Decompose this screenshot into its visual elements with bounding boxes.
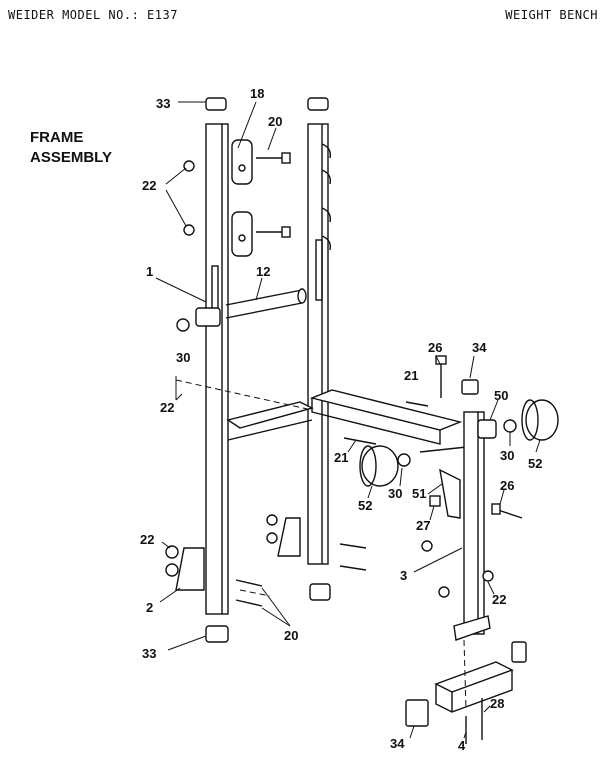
- pin-top: [435, 355, 447, 398]
- knob-right: [503, 419, 517, 433]
- lower-crossmember: [226, 401, 314, 441]
- part-label-1: 1: [146, 264, 153, 279]
- top-cap-right: [307, 97, 329, 111]
- part-label-52-right: 52: [528, 456, 542, 471]
- part-label-34-bottom: 34: [390, 736, 405, 751]
- adjust-bracket: [439, 468, 461, 519]
- right-upright: [307, 123, 329, 565]
- rear-foot-bracket: [277, 517, 301, 557]
- knob-left: [176, 318, 190, 332]
- part-label-52-mid: 52: [358, 498, 372, 513]
- roller-right: [521, 399, 559, 441]
- nut-rear-a: [266, 514, 278, 526]
- nut-upper: [183, 160, 195, 172]
- left-upright: [205, 123, 229, 615]
- leader-lines: [155, 101, 541, 739]
- part-label-30-right: 30: [500, 448, 514, 463]
- part-label-22-mid: 22: [160, 400, 174, 415]
- bolt-lower: [256, 226, 291, 238]
- part-label-51: 51: [412, 486, 426, 501]
- part-label-20-top: 20: [268, 114, 282, 129]
- part-label-21-b: 21: [334, 450, 348, 465]
- assembly-line-lower: [239, 589, 467, 711]
- upright-clamp: [195, 307, 221, 327]
- nut-lower-front: [421, 540, 433, 552]
- part-label-2: 2: [146, 600, 153, 615]
- pin-mid: [491, 503, 523, 519]
- model-number-header: WEIDER MODEL NO.: E137: [8, 8, 178, 22]
- roller-middle: [359, 445, 399, 487]
- end-cap-bottom: [405, 699, 429, 727]
- title-line-2: ASSEMBLY: [30, 149, 112, 166]
- lower-bracket: [231, 211, 253, 257]
- assembly-line-upper: [175, 379, 313, 411]
- part-label-18: 18: [250, 86, 264, 101]
- part-label-28: 28: [490, 696, 504, 711]
- part-label-20-low: 20: [284, 628, 298, 643]
- part-label-3: 3: [400, 568, 407, 583]
- nut-foot-b: [165, 563, 179, 577]
- bolts-lower: [235, 543, 367, 607]
- nut-rear-b: [266, 532, 278, 544]
- top-cap-left: [205, 97, 227, 111]
- diagram-title: FRAME ASSEMBLY: [30, 128, 112, 168]
- front-foot-plate: [453, 615, 491, 641]
- part-label-21-a: 21: [404, 368, 418, 383]
- nut-right-a: [438, 586, 450, 598]
- part-label-34-top: 34: [472, 340, 487, 355]
- knob-middle: [397, 453, 411, 467]
- part-label-27: 27: [416, 518, 430, 533]
- part-label-22-low: 22: [140, 532, 154, 547]
- bench-support-tube: [309, 389, 463, 445]
- title-line-1: FRAME: [30, 129, 84, 146]
- foot-bracket: [175, 547, 205, 591]
- crossbar: [225, 288, 307, 319]
- part-label-12: 12: [256, 264, 270, 279]
- part-label-30-left: 30: [176, 350, 190, 365]
- part-label-30-mid: 30: [388, 486, 402, 501]
- upper-bracket: [231, 139, 253, 185]
- tube-cap-top: [461, 379, 479, 395]
- roller-bracket: [477, 419, 497, 439]
- base-tube: [434, 661, 514, 713]
- nut-foot-a: [165, 545, 179, 559]
- bolt-21-a: [405, 401, 429, 407]
- nut-right-b: [482, 570, 494, 582]
- bolt-21-b: [343, 437, 377, 445]
- part-label-33-bottom: 33: [142, 646, 156, 661]
- bottom-cap-left: [205, 625, 229, 643]
- part-label-22-right: 22: [492, 592, 506, 607]
- part-label-33-top: 33: [156, 96, 170, 111]
- product-name-header: WEIGHT BENCH: [505, 8, 598, 22]
- part-label-26-mid: 26: [500, 478, 514, 493]
- bottom-cap-right: [309, 583, 331, 601]
- nut-lower: [183, 224, 195, 236]
- front-upright: [463, 411, 485, 635]
- nut-27: [429, 495, 441, 507]
- end-cap-right: [511, 641, 527, 663]
- bolt-upper: [256, 152, 291, 164]
- part-label-26-top: 26: [428, 340, 442, 355]
- part-label-4: 4: [458, 738, 466, 753]
- part-label-22-top: 22: [142, 178, 156, 193]
- part-label-50: 50: [494, 388, 508, 403]
